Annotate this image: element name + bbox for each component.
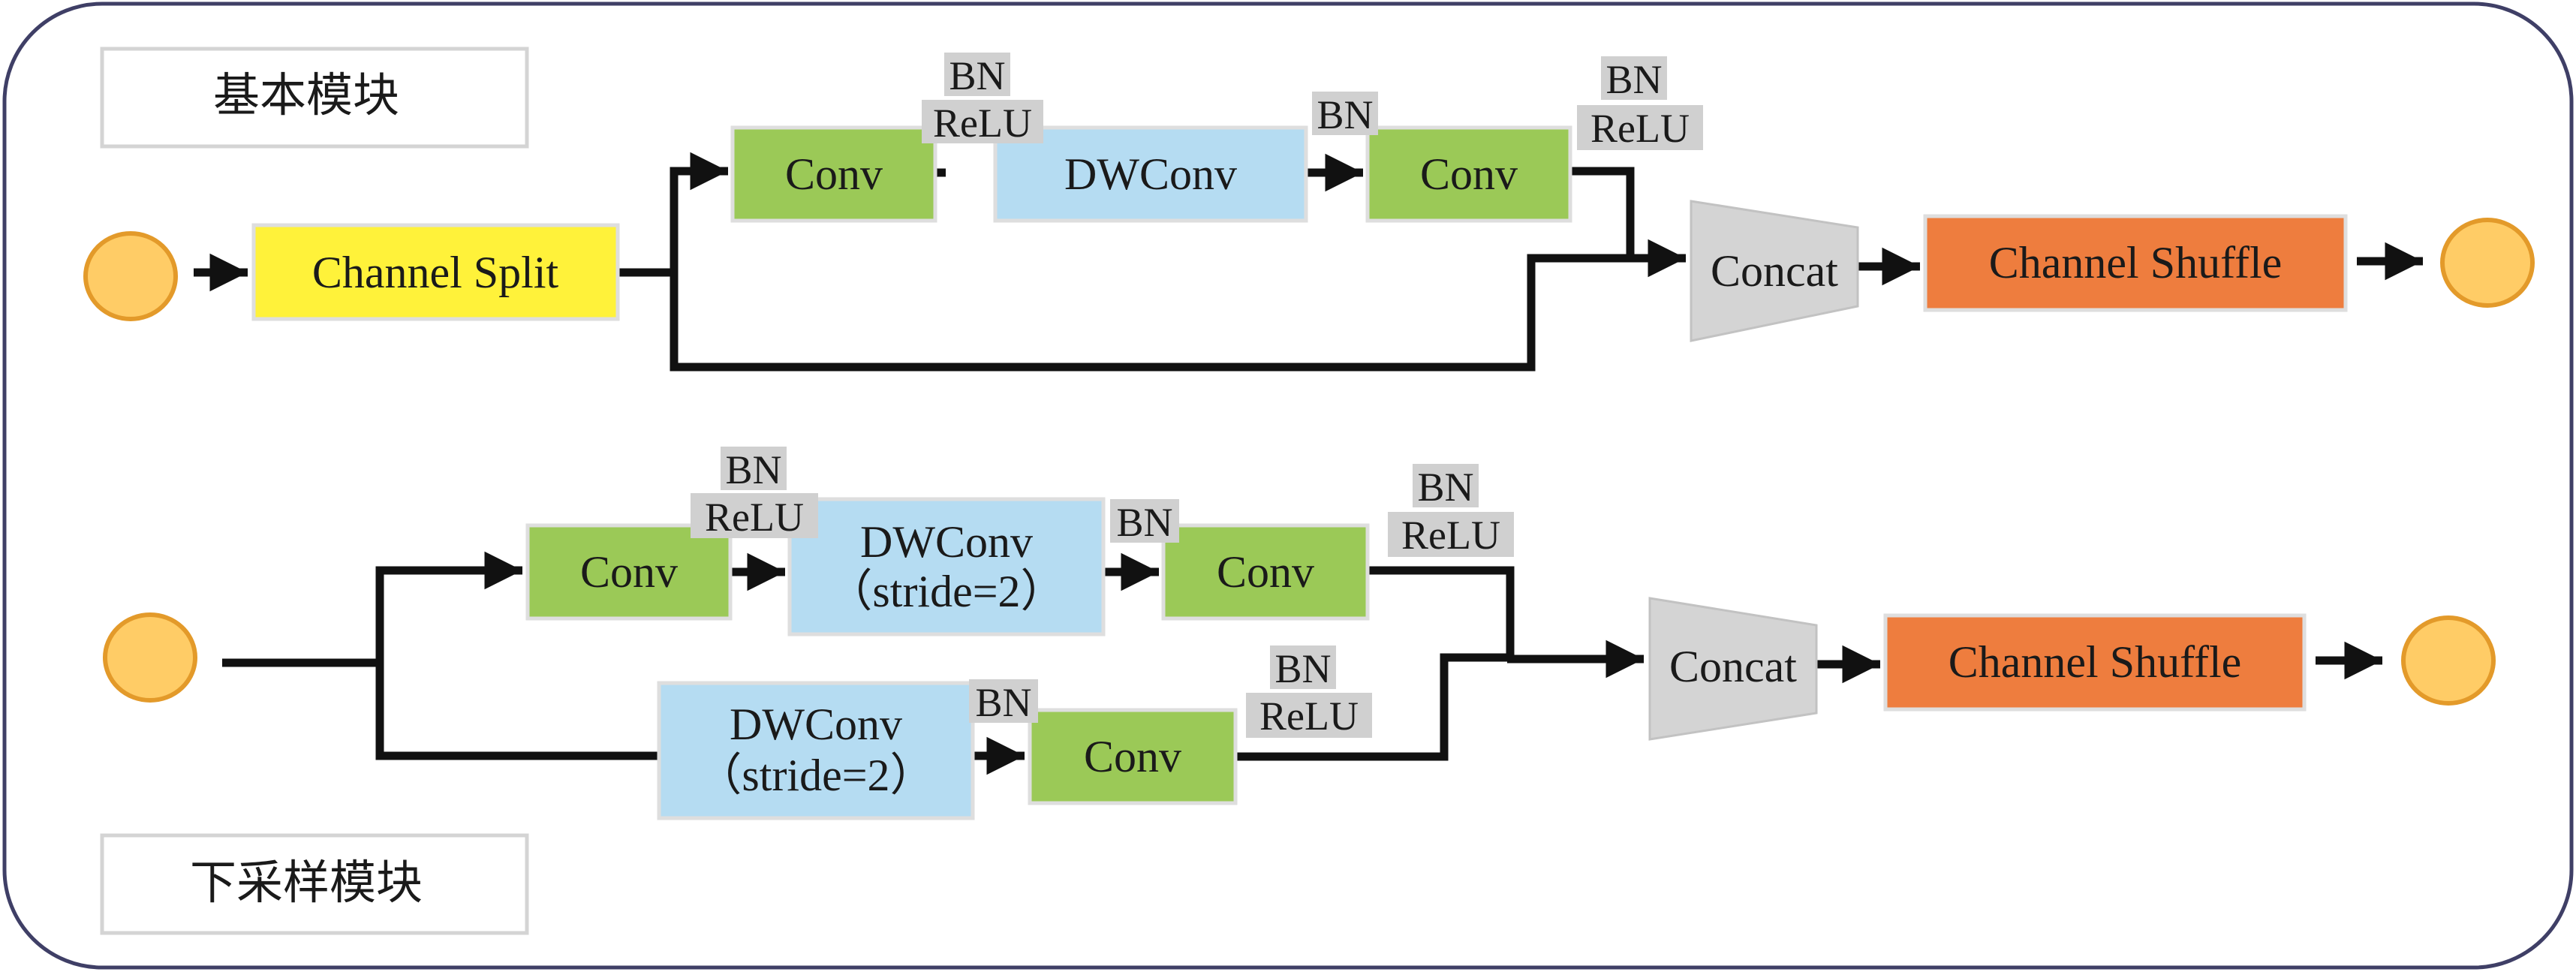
down-bn2-label: BN xyxy=(1116,500,1172,545)
basic-module: 基本模块 Channel Split Conv DWConv Conv Conc… xyxy=(83,47,2535,372)
down-bn2-bg xyxy=(1110,499,1179,543)
down-dwconv1-label-1: DWConv xyxy=(860,517,1033,567)
downsample-module: 下采样模块 Conv DWConv （stride=2） Conv DWConv… xyxy=(100,447,2496,935)
down-relu1-label: ReLU xyxy=(705,495,804,540)
basic-bn3-label: BN xyxy=(1605,57,1662,102)
down-dwconv1-label-2: （stride=2） xyxy=(827,567,1065,616)
basic-relu1-label: ReLU xyxy=(933,101,1032,146)
down-conv3-out-wire xyxy=(1235,653,1510,761)
down-dwconv2-block xyxy=(657,681,975,820)
basic-bn1-bg xyxy=(944,53,1010,96)
down-input-node xyxy=(103,612,197,703)
basic-bn2-label: BN xyxy=(1317,92,1373,137)
basic-relu1-bg xyxy=(922,100,1043,143)
basic-bn2-bg xyxy=(1312,92,1378,135)
basic-channel-split-label: Channel Split xyxy=(312,248,559,297)
down-output-node xyxy=(2401,615,2496,706)
basic-dwconv-block xyxy=(993,125,1308,223)
down-relu5-label: ReLU xyxy=(1259,694,1359,739)
down-upper-branch-wire xyxy=(375,551,522,663)
down-concat-block xyxy=(1648,597,1818,741)
down-relu1-bg xyxy=(691,493,818,538)
down-bn3-bg xyxy=(1413,464,1479,507)
down-relu3-label: ReLU xyxy=(1401,513,1500,558)
basic-input-node xyxy=(83,231,178,321)
basic-title: 基本模块 xyxy=(213,71,399,122)
basic-conv2-label: Conv xyxy=(1420,149,1518,199)
down-bn3-label: BN xyxy=(1417,465,1473,510)
down-bn1-bg xyxy=(721,447,787,490)
down-channel-shuffle-block xyxy=(1883,613,2307,712)
basic-dwconv-label: DWConv xyxy=(1064,149,1237,199)
down-bn5-label: BN xyxy=(1274,646,1331,691)
down-conv1-block xyxy=(525,523,733,621)
basic-channel-split-block xyxy=(251,223,620,321)
down-dwconv2-label-1: DWConv xyxy=(730,700,902,749)
basic-channel-shuffle-label: Channel Shuffle xyxy=(1989,238,2283,287)
down-dwconv2-label-2: （stride=2） xyxy=(697,751,934,800)
down-bn1-label: BN xyxy=(725,447,781,492)
basic-bn3-bg xyxy=(1601,56,1667,100)
down-title: 下采样模块 xyxy=(190,858,423,909)
basic-conv1-label: Conv xyxy=(785,149,883,199)
down-conv3-label: Conv xyxy=(1084,732,1181,781)
basic-channel-shuffle-block xyxy=(1923,214,2348,312)
basic-concat-block xyxy=(1690,200,1859,342)
down-conv2-block xyxy=(1161,523,1370,621)
basic-relu3-label: ReLU xyxy=(1590,106,1690,151)
basic-conv1-block xyxy=(730,125,937,223)
down-relu3-bg xyxy=(1388,512,1514,557)
basic-conv2-block xyxy=(1365,125,1572,223)
down-relu5-bg xyxy=(1246,693,1372,738)
basic-bn1-label: BN xyxy=(949,53,1005,98)
down-conv2-out-wire xyxy=(1368,566,1515,658)
basic-concat-label: Concat xyxy=(1711,246,1838,296)
down-bn4-bg xyxy=(969,679,1038,723)
basic-output-node xyxy=(2440,218,2535,308)
basic-conv2-out-wire xyxy=(1570,167,1635,258)
down-title-box xyxy=(100,833,529,935)
basic-relu3-bg xyxy=(1577,105,1703,150)
down-conv3-block xyxy=(1028,708,1238,805)
down-conv1-label: Conv xyxy=(580,547,678,597)
down-channel-shuffle-label: Channel Shuffle xyxy=(1949,637,2242,687)
down-concat-label: Concat xyxy=(1669,642,1797,691)
down-lower-branch-wire xyxy=(375,663,658,760)
down-bn4-label: BN xyxy=(975,680,1031,725)
down-bn5-bg xyxy=(1270,645,1336,689)
basic-lower-branch-wire xyxy=(670,254,1633,372)
down-dwconv1-block xyxy=(787,497,1106,636)
down-conv2-label: Conv xyxy=(1217,547,1314,597)
basic-title-box xyxy=(100,47,529,149)
basic-upper-branch-wire xyxy=(670,152,728,272)
